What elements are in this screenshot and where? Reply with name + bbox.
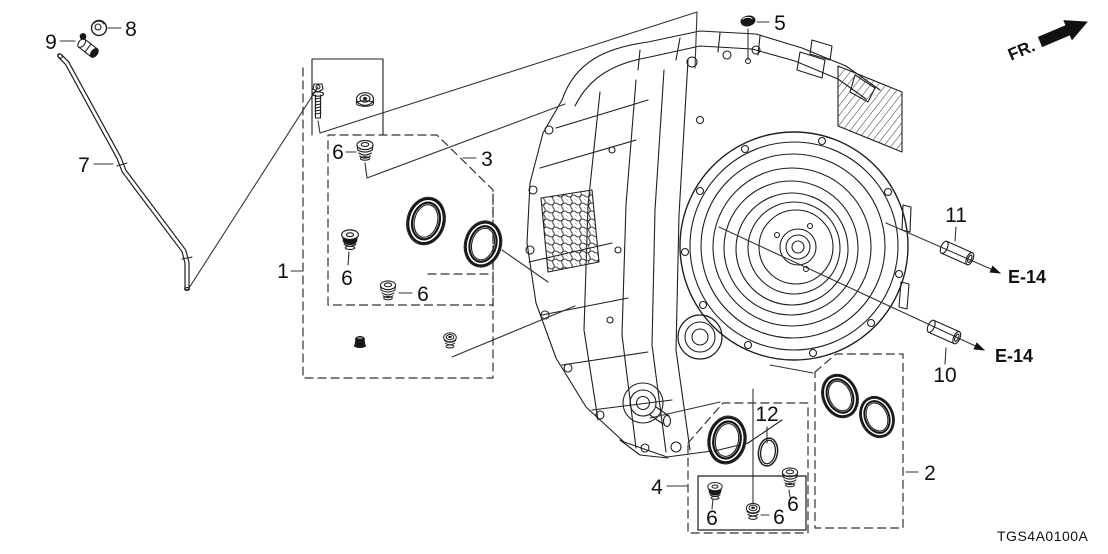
part-7-label: 7 bbox=[78, 154, 90, 177]
dowel-pins: 11 10 E-14 E-14 bbox=[718, 204, 1046, 387]
pipe-joint bbox=[77, 33, 99, 58]
small-plug bbox=[353, 336, 367, 348]
case-bottom-bosses bbox=[619, 314, 783, 459]
drain-plug-6b bbox=[341, 229, 359, 251]
e14-ref-upper: E-14 bbox=[1008, 267, 1046, 287]
drain-plug-6 bbox=[707, 481, 723, 500]
e14-ref-lower: E-14 bbox=[995, 346, 1033, 366]
oil-pipe-assembly: 8 9 7 bbox=[45, 18, 193, 291]
parts-box-2: 2 bbox=[815, 353, 936, 529]
part-6-label: 6 bbox=[773, 506, 785, 529]
case-outline bbox=[526, 99, 713, 458]
case-top-outline bbox=[561, 30, 881, 101]
drain-plug-6 bbox=[745, 502, 761, 520]
part-8-label: 8 bbox=[125, 18, 137, 41]
part-1-label: 1 bbox=[277, 260, 289, 283]
oil-cooler-fins bbox=[837, 65, 903, 153]
oil-seal bbox=[401, 193, 450, 249]
torque-converter bbox=[700, 153, 886, 339]
breather-cap-5: 5 bbox=[740, 12, 786, 35]
small-ring-plug bbox=[443, 332, 457, 349]
part-9-label: 9 bbox=[45, 31, 57, 54]
part-10-label: 10 bbox=[933, 364, 956, 387]
honeycomb-grille bbox=[540, 189, 600, 273]
sealing-grommet bbox=[355, 92, 375, 107]
drain-plug-6 bbox=[781, 467, 799, 488]
part-6-label: 6 bbox=[341, 267, 353, 290]
part-6-label: 6 bbox=[417, 283, 429, 306]
leader-lines bbox=[188, 11, 814, 504]
drain-plug-6a bbox=[356, 139, 374, 161]
part-5-label: 5 bbox=[774, 12, 786, 35]
part-12-label: 12 bbox=[755, 403, 778, 426]
pipe-grommet bbox=[90, 19, 108, 37]
diagram-code: TGS4A0100A bbox=[997, 528, 1089, 544]
oil-seal bbox=[854, 391, 901, 443]
oil-seal bbox=[704, 413, 750, 467]
part-3-label: 3 bbox=[481, 148, 493, 171]
drain-plug-6c bbox=[379, 280, 397, 301]
dowel-pin-11 bbox=[938, 239, 976, 267]
part-4-label: 4 bbox=[651, 476, 663, 499]
stud-bolt bbox=[311, 83, 325, 119]
oil-seal bbox=[815, 369, 864, 424]
oil-seal bbox=[459, 217, 507, 272]
fr-label: FR. bbox=[1005, 36, 1038, 64]
parts-box-1: 1 3 6 6 6 bbox=[277, 58, 507, 379]
bell-housing-flange bbox=[679, 131, 912, 361]
front-direction-marker: FR. bbox=[1005, 20, 1088, 64]
part-2-label: 2 bbox=[924, 462, 936, 485]
fr-arrow-icon bbox=[1037, 20, 1088, 48]
part-6-label: 6 bbox=[787, 493, 799, 516]
part-11-label: 11 bbox=[945, 204, 967, 227]
o-ring-12 bbox=[757, 437, 779, 467]
part-6-label: 6 bbox=[706, 507, 718, 530]
part-6-label: 6 bbox=[332, 141, 344, 164]
transmission-assembly bbox=[525, 30, 912, 459]
parts-box-4: 4 12 6 6 6 bbox=[651, 402, 809, 534]
